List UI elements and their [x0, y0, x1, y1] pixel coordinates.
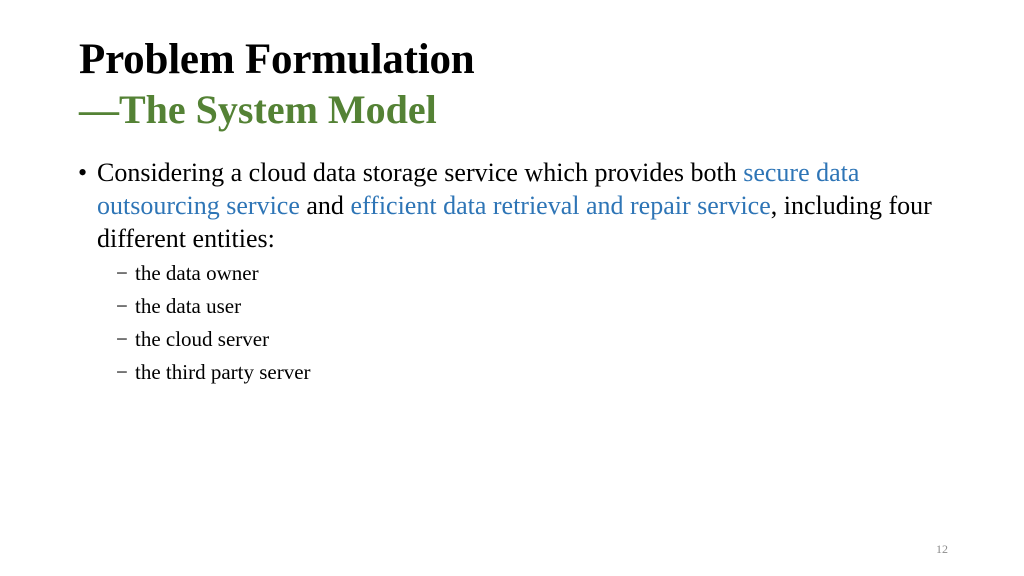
slide-subtitle: ―The System Model	[79, 87, 437, 132]
entity-list: − the data owner − the data user − the c…	[76, 257, 956, 389]
main-bullet: • Considering a cloud data storage servi…	[76, 156, 956, 255]
entity-label: the data owner	[135, 261, 259, 285]
bullet-text-3: , including four different entities:	[97, 191, 932, 253]
entity-item-data-user: − the data user	[116, 290, 956, 323]
highlight-efficient-retrieval: efficient data retrieval and repair serv…	[350, 191, 771, 220]
entity-item-data-owner: − the data owner	[116, 257, 956, 290]
entity-item-cloud-server: − the cloud server	[116, 323, 956, 356]
entity-label: the cloud server	[135, 327, 270, 351]
bullet-text-1: Considering a cloud data storage service…	[97, 158, 744, 187]
dash-marker: −	[116, 294, 128, 318]
dash-marker: −	[116, 327, 128, 351]
highlight-secure-outsourcing: secure data outsourcing service	[97, 158, 860, 220]
bullet-text-2: and	[299, 191, 351, 220]
entity-item-third-party-server: − the third party server	[116, 356, 956, 389]
slide-title: Problem Formulation	[79, 36, 475, 83]
dash-marker: −	[116, 261, 128, 285]
entity-label: the data user	[135, 294, 242, 318]
slide-content: • Considering a cloud data storage servi…	[76, 156, 956, 389]
bullet-marker: •	[78, 158, 88, 187]
dash-marker: −	[116, 360, 128, 384]
entity-label: the third party server	[135, 360, 311, 384]
page-number: 12	[936, 542, 948, 556]
